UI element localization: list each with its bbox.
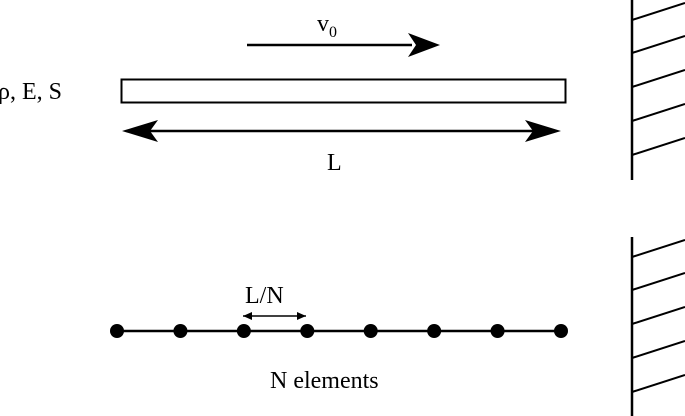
node-5: [363, 324, 378, 338]
top-panel: v0 ρ, E, S L: [0, 0, 685, 180]
node-3: [236, 324, 251, 338]
velocity-arrow: [247, 33, 440, 57]
node-2: [173, 324, 188, 338]
length-dimension-arrow: [122, 120, 561, 142]
properties-label: ρ, E, S: [0, 79, 62, 105]
node-7: [490, 324, 505, 338]
rigid-wall-bottom: [630, 237, 685, 416]
element-length-arrow: [243, 312, 306, 320]
length-label: L: [327, 150, 342, 176]
rigid-wall-top: [630, 0, 685, 180]
element-length-label: L/N: [245, 283, 284, 309]
bar: [120, 78, 567, 104]
node-4: [300, 324, 315, 338]
node-6: [427, 324, 442, 338]
node-group: [110, 324, 568, 338]
bottom-panel: L/N N elements: [110, 237, 685, 416]
node-1: [110, 324, 124, 338]
elements-caption: N elements: [270, 368, 379, 394]
node-8: [554, 324, 568, 338]
velocity-label: v0: [317, 11, 337, 41]
